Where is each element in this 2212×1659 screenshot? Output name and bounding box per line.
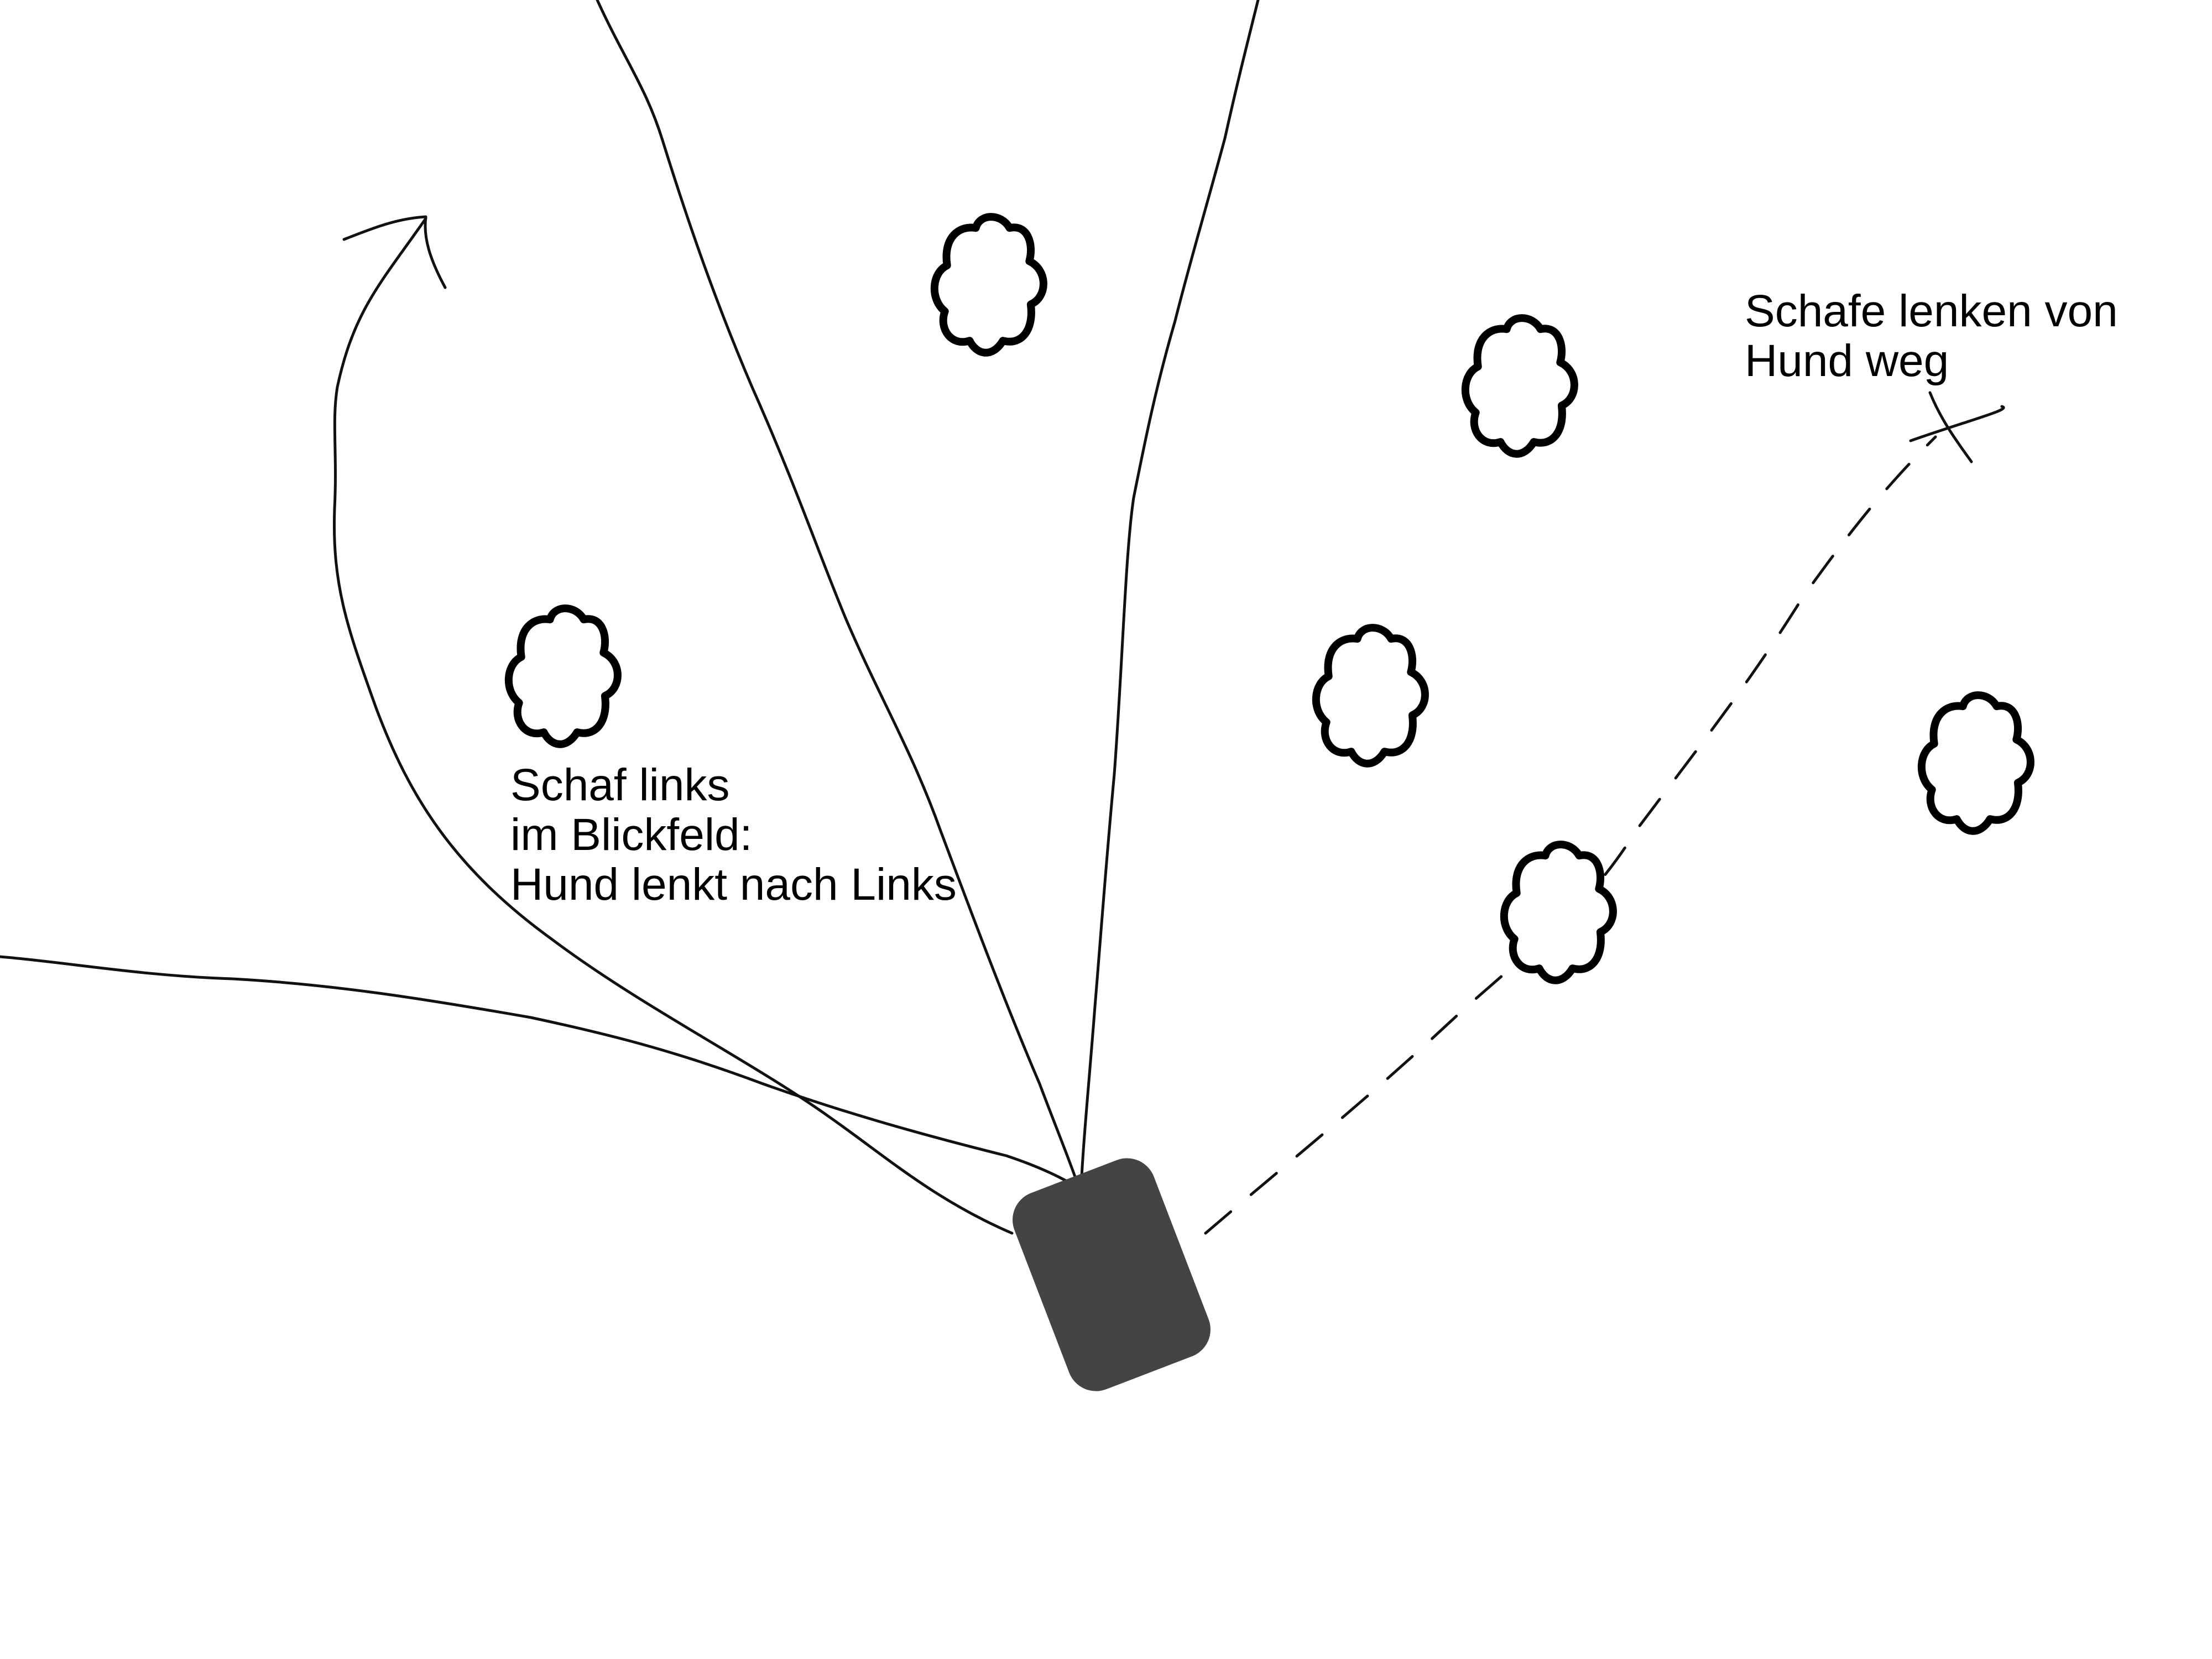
- view-cone-right-line: [1079, 0, 1260, 1188]
- dog-turn-left-path: [333, 217, 1014, 1235]
- view-cone-left-boundary: [0, 955, 1077, 1188]
- cross-mark-icon: [1909, 391, 2005, 463]
- left-note-line-2: im Blickfeld:: [510, 810, 752, 860]
- dog-to-target-dashed-line: [1204, 435, 1937, 1235]
- right-note-line-1: Schafe lenken von: [1745, 286, 2118, 336]
- right-note: Schafe lenken von Hund weg: [1745, 286, 2131, 386]
- view-cone-inner-left-line: [596, 0, 1080, 1188]
- turn-arrow-head: [342, 215, 447, 289]
- left-note: Schaf links im Blickfeld: Hund lenkt nac…: [510, 760, 957, 910]
- sheep-group: [504, 213, 2034, 984]
- sheep-icon: [1500, 841, 1617, 984]
- dog-icon: [1013, 1158, 1211, 1391]
- sheep-icon: [504, 604, 622, 748]
- sheep-icon: [930, 213, 1047, 357]
- left-note-line-1: Schaf links: [510, 760, 730, 810]
- sheep-icon: [1461, 314, 1578, 458]
- left-note-line-3: Hund lenkt nach Links: [510, 859, 957, 910]
- right-note-line-2: Hund weg: [1745, 336, 1949, 386]
- sheep-icon: [1917, 691, 2034, 835]
- sheep-icon: [1312, 624, 1429, 768]
